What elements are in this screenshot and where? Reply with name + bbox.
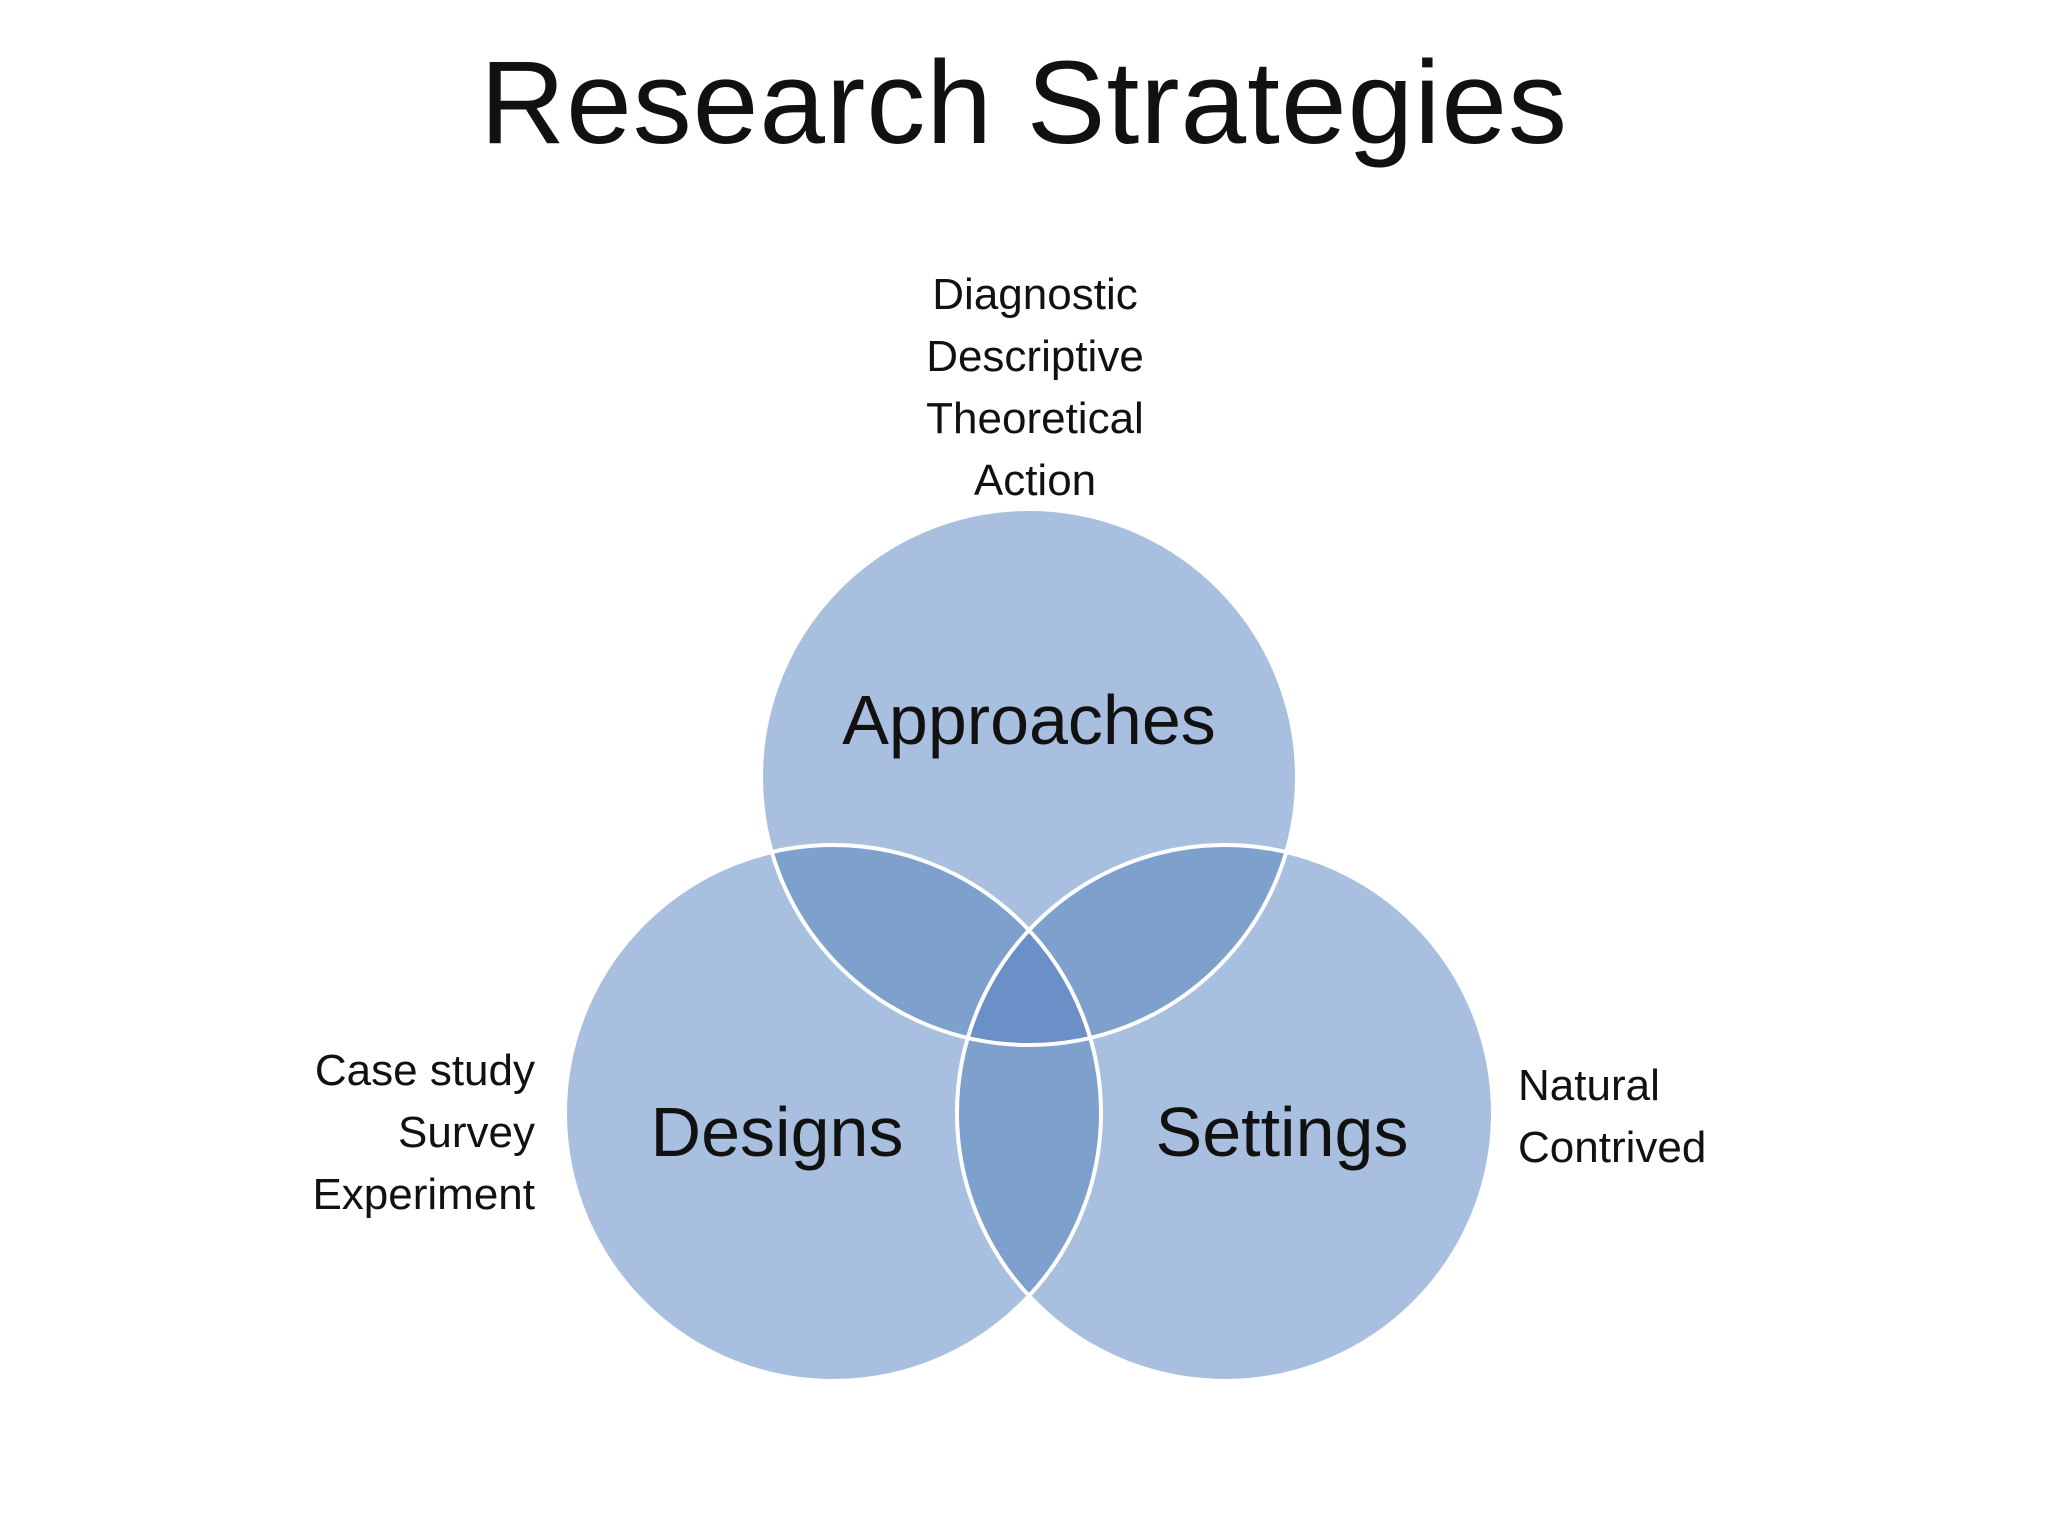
designs-label: Designs xyxy=(651,1093,904,1171)
settings-item: Natural xyxy=(1518,1061,1660,1110)
settings-label: Settings xyxy=(1156,1093,1409,1171)
designs-item: Case study xyxy=(314,1046,535,1095)
approaches-item: Descriptive xyxy=(926,332,1144,381)
designs-item: Survey xyxy=(398,1108,535,1157)
approaches-item-list: Diagnostic Descriptive Theoretical Actio… xyxy=(835,264,1235,512)
settings-outline xyxy=(955,843,1495,1383)
approaches-item: Action xyxy=(973,456,1097,505)
approaches-designs-overlap xyxy=(761,845,1101,1045)
slide-title: Research Strategies xyxy=(479,37,1569,169)
approaches-item: Diagnostic xyxy=(932,270,1138,319)
settings-item-list: Natural Contrived xyxy=(1518,1055,1878,1179)
approaches-label: Approaches xyxy=(842,681,1216,759)
approaches-item: Theoretical xyxy=(926,394,1144,443)
designs-item: Experiment xyxy=(312,1170,535,1219)
designs-outline xyxy=(563,843,1103,1383)
approaches-settings-overlap xyxy=(957,845,1297,1045)
approaches-outline xyxy=(759,507,1299,1047)
settings-item: Contrived xyxy=(1518,1123,1707,1172)
designs-item-list: Case study Survey Experiment xyxy=(230,1040,535,1226)
